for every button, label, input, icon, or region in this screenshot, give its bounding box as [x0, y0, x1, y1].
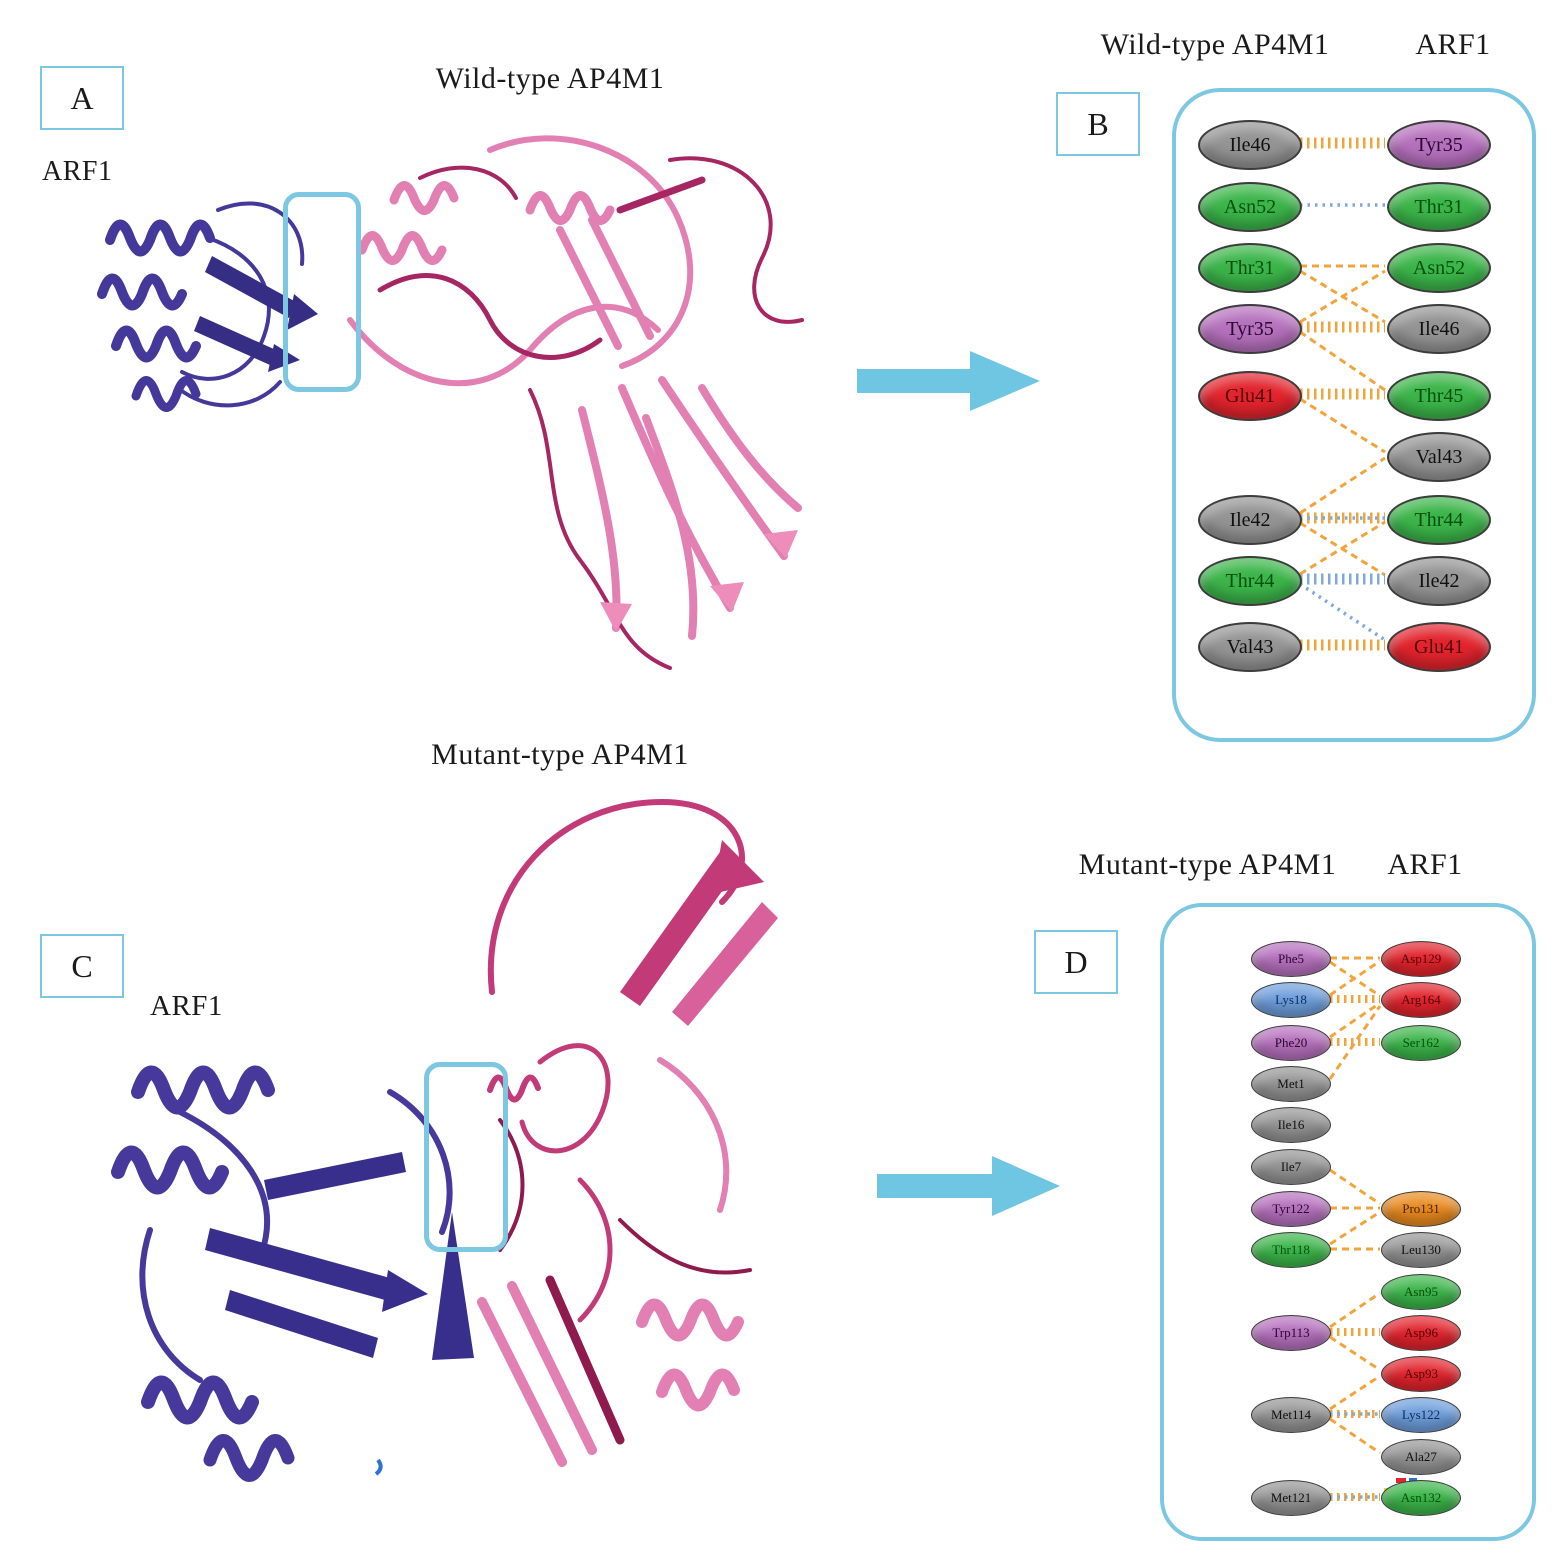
panel-d-letter: D [1064, 943, 1088, 980]
panel-c-arf1-label: ARF1 [150, 990, 223, 1022]
interaction-frame-b [1172, 88, 1536, 742]
residue-node: Ala27 [1381, 1439, 1461, 1475]
residue-node: Ile46 [1387, 304, 1491, 354]
residue-node: Ile42 [1387, 556, 1491, 606]
residue-node: Met114 [1251, 1397, 1331, 1433]
residue-node: Thr118 [1251, 1232, 1331, 1268]
panel-d-label-box: D [1034, 930, 1118, 994]
panel-c-letter: C [71, 947, 93, 984]
panel-c-label-box: C [40, 934, 124, 998]
interface-highlight-box-c [424, 1062, 508, 1252]
residue-node: Asp93 [1381, 1356, 1461, 1392]
panel-b-label-box: B [1056, 92, 1140, 156]
residue-node: Phe20 [1251, 1025, 1331, 1061]
interface-highlight-box-a [283, 192, 361, 392]
residue-node: Met121 [1251, 1480, 1331, 1516]
residue-node: Ile16 [1251, 1107, 1331, 1143]
panel-b-header-arf1: ARF1 [1415, 28, 1491, 61]
residue-node: Trp113 [1251, 1315, 1331, 1351]
residue-node: Lys122 [1381, 1397, 1461, 1433]
mutant-complex-structure [111, 798, 778, 1482]
residue-node: Thr44 [1387, 495, 1491, 545]
residue-node: Ile7 [1251, 1149, 1331, 1185]
residue-node: Ser162 [1381, 1025, 1461, 1061]
residue-node: Lys18 [1251, 982, 1331, 1018]
panel-b-header-ap4m1: Wild-type AP4M1 [1100, 28, 1330, 61]
residue-node: Met1 [1251, 1066, 1331, 1102]
residue-node: Tyr35 [1387, 120, 1491, 170]
panel-d-header-arf1: ARF1 [1387, 848, 1463, 881]
residue-node: Val43 [1387, 432, 1491, 482]
panel-a-letter: A [70, 79, 94, 116]
panel-b-letter: B [1087, 105, 1109, 142]
residue-node: Val43 [1198, 622, 1302, 672]
arrow-a-to-b [857, 351, 1040, 411]
residue-node: Ile46 [1198, 120, 1302, 170]
residue-node: Asp96 [1381, 1315, 1461, 1351]
panel-c-title: Mutant-type AP4M1 [431, 738, 689, 771]
interaction-frame-d [1160, 903, 1536, 1541]
residue-node: Glu41 [1198, 371, 1302, 421]
residue-node: Ile42 [1198, 495, 1302, 545]
panel-d-header-ap4m1: Mutant-type AP4M1 [1078, 848, 1337, 881]
residue-node: Leu130 [1381, 1232, 1461, 1268]
residue-node: Thr31 [1387, 182, 1491, 232]
residue-node: Asn132 [1381, 1480, 1461, 1516]
panel-a-label-box: A [40, 66, 124, 130]
residue-node: Glu41 [1387, 622, 1491, 672]
residue-node: Thr31 [1198, 243, 1302, 293]
residue-node: Asn52 [1198, 182, 1302, 232]
residue-node: Tyr35 [1198, 304, 1302, 354]
residue-node: Tyr122 [1251, 1191, 1331, 1227]
panel-a-title: Wild-type AP4M1 [435, 62, 665, 95]
wildtype-complex-structure [97, 135, 804, 670]
residue-node: Asp129 [1381, 941, 1461, 977]
residue-node: Thr45 [1387, 371, 1491, 421]
residue-node: Asn52 [1387, 243, 1491, 293]
panel-a-arf1-label: ARF1 [42, 156, 113, 187]
residue-node: Phe5 [1251, 941, 1331, 977]
residue-node: Thr44 [1198, 556, 1302, 606]
residue-node: Pro131 [1381, 1191, 1461, 1227]
residue-node: Arg164 [1381, 982, 1461, 1018]
residue-node: Asn95 [1381, 1274, 1461, 1310]
